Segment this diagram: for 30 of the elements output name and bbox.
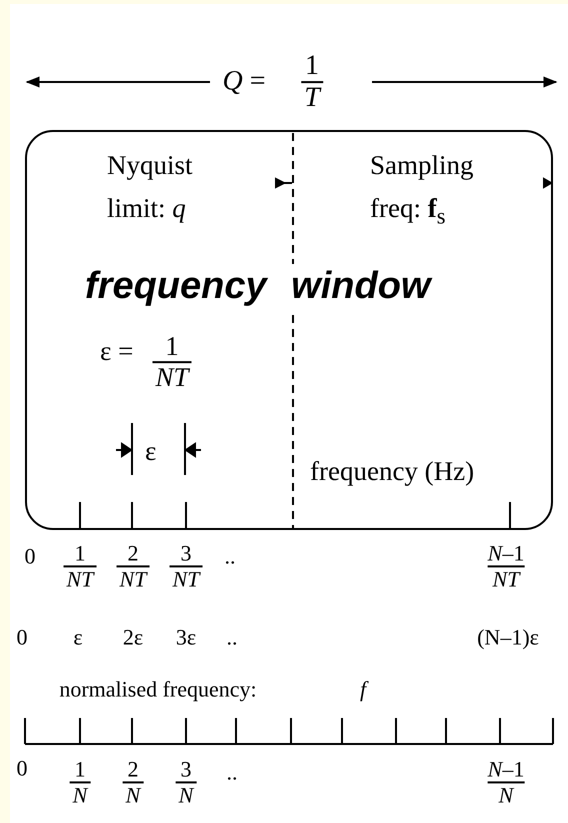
tick-label: 0	[16, 623, 28, 652]
axis-title: normalised frequency:	[59, 675, 257, 704]
tick-label: 3 NT	[170, 541, 202, 591]
variable-label: f	[360, 675, 366, 704]
tick-label: ..	[226, 758, 238, 786]
formula: ε =	[100, 335, 134, 368]
tick-label: 2ε	[122, 623, 144, 652]
tick-label: ..	[224, 542, 236, 570]
tick-label: ..	[226, 623, 238, 652]
tick-label: 0	[16, 754, 28, 782]
window-title: frequency window	[85, 264, 430, 310]
frequency-window-box	[25, 130, 553, 530]
tick-label: (N–1)ε	[477, 623, 539, 652]
tick-label: 1 N	[70, 757, 90, 807]
tick-label: 1 NT	[64, 541, 96, 591]
limit-label: Nyquist limit: q	[107, 149, 194, 226]
tick-label: N–1 N	[488, 757, 524, 807]
axis-title: frequency (Hz)	[310, 455, 474, 488]
tick-label: 3ε	[176, 623, 196, 652]
spacing-symbol: ε	[145, 435, 156, 468]
tick-label: 2 N	[122, 757, 144, 807]
tick-label: N–1 NT	[488, 541, 524, 591]
tick-label: 3 N	[176, 757, 196, 807]
formula: Q =	[222, 64, 266, 99]
tick-label: 2 NT	[116, 541, 150, 591]
fraction: 1 T	[301, 51, 323, 113]
sampling-label: Sampling freq: f$_{s}$	[370, 149, 475, 231]
tick-label: 0	[24, 542, 36, 570]
fraction: 1 NT	[152, 332, 192, 392]
tick-label: ε	[73, 623, 83, 652]
